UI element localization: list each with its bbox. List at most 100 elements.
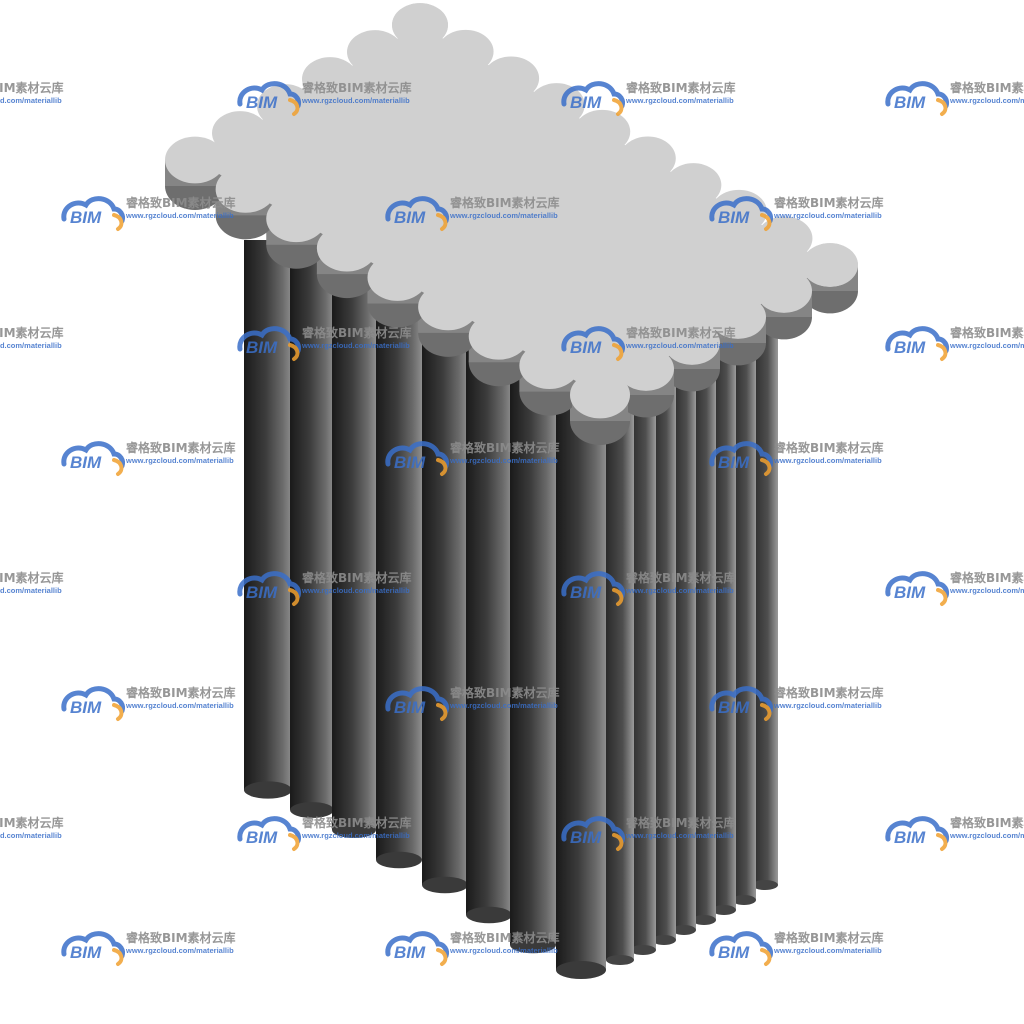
bim-logo-icon: BIM (885, 326, 949, 361)
watermark-brand: 睿格致BIM素材云库 (450, 930, 560, 945)
watermark-brand: 睿格致BIM素材云库 (302, 815, 412, 830)
bim-logo-icon: BIM (561, 326, 625, 361)
bim-logo-icon: BIM (385, 686, 449, 721)
watermark-url: www.rgzcloud.com/materiallib (301, 341, 410, 350)
watermark: BIM睿格致BIM素材云库www.rgzcloud.com/materialli… (237, 325, 412, 361)
watermark-url: www.rgzcloud.com/materiallib (949, 96, 1024, 105)
bim-logo-icon: BIM (61, 931, 125, 966)
watermark-url: www.rgzcloud.com/materiallib (625, 831, 734, 840)
watermark-brand: 睿格致BIM素材云库 (0, 325, 64, 340)
bim-logo-text: BIM (894, 828, 926, 847)
watermark: BIM睿格致BIM素材云库www.rgzcloud.com/materialli… (0, 570, 64, 595)
watermark-url: www.rgzcloud.com/materiallib (449, 701, 558, 710)
column (510, 375, 556, 954)
bim-logo-text: BIM (718, 698, 750, 717)
bim-logo-text: BIM (70, 208, 102, 227)
bim-logo-icon: BIM (709, 686, 773, 721)
bim-logo-text: BIM (394, 453, 426, 472)
watermark-brand: 睿格致BIM素材云库 (450, 440, 560, 455)
watermark: BIM睿格致BIM素材云库www.rgzcloud.com/materialli… (237, 80, 412, 116)
watermark: BIM睿格致BIM素材云库www.rgzcloud.com/materialli… (237, 815, 412, 851)
watermark: BIM 睿格致BIM素材云库www.rgzcloud.com/materialli… (237, 570, 412, 606)
bim-logo-text: BIM (570, 93, 602, 112)
watermark-brand: 睿格致BIM素材云库 (950, 325, 1024, 340)
watermark: BIM睿格致BIM素材云库www.rgzcloud.com/materialli… (885, 325, 1024, 361)
watermark-url: www.rgzcloud.com/materiallib (949, 831, 1024, 840)
watermark-brand: 睿格致BIM素材云库 (302, 570, 412, 585)
watermark: BIM睿格致BIM素材云库www.rgzcloud.com/materialli… (561, 80, 736, 116)
bim-logo-icon: BIM (561, 81, 625, 116)
watermark-url: www.rgzcloud.com/materiallib (125, 946, 234, 955)
watermark-url: www.rgzcloud.com/materiallib (0, 586, 62, 595)
watermark: BIM 睿格致BIM素材云库www.rgzcloud.com/materialli… (885, 815, 1024, 851)
bim-logo-icon: BIM (61, 686, 125, 721)
bim-logo-text: BIM (570, 338, 602, 357)
watermark: BIM 睿格致BIM素材云库www.rgzcloud.com/materialli… (709, 685, 884, 721)
watermark-brand: 睿格致BIM素材云库 (126, 440, 236, 455)
watermark: BIM睿格致BIM素材云库www.rgzcloud.com/materialli… (885, 80, 1024, 116)
bim-logo-icon: BIM (237, 816, 301, 851)
watermark-brand: 睿格致BIM素材云库 (774, 930, 884, 945)
bim-logo-icon: BIM (237, 81, 301, 116)
watermark: BIM睿格致BIM素材云库www.rgzcloud.com/materialli… (885, 570, 1024, 606)
bim-logo-icon: BIM (709, 196, 773, 231)
watermark: BIM睿格致BIM素材云库www.rgzcloud.com/materialli… (385, 440, 560, 476)
watermark-url: www.rgzcloud.com/materiallib (449, 211, 558, 220)
watermark: BIM睿格致BIM素材云库www.rgzcloud.com/materialli… (385, 195, 560, 231)
watermark-brand: 睿格致BIM素材云库 (0, 815, 64, 830)
bim-logo-text: BIM (570, 583, 602, 602)
watermark-url: www.rgzcloud.com/materiallib (125, 211, 234, 220)
bim-logo-icon: BIM (237, 326, 301, 361)
watermark-layer: BIM睿格致BIM素材云库www.rgzcloud.com/materialli… (0, 80, 1024, 966)
watermark-brand: 睿格致BIM素材云库 (774, 195, 884, 210)
watermark-brand: 睿格致BIM素材云库 (774, 685, 884, 700)
watermark-brand: 睿格致BIM素材云库 (302, 80, 412, 95)
column (466, 350, 512, 924)
watermark-brand: 睿格致BIM素材云库 (0, 570, 64, 585)
watermark-brand: 睿格致BIM素材云库 (626, 570, 736, 585)
columns-group (244, 240, 778, 979)
watermark: BIM睿格致BIM素材云库www.rgzcloud.com/materialli… (709, 930, 884, 966)
bim-logo-text: BIM (718, 208, 750, 227)
watermark-url: www.rgzcloud.com/materiallib (625, 96, 734, 105)
bim-logo-text: BIM (70, 453, 102, 472)
watermark-brand: 睿格致BIM素材云库 (950, 815, 1024, 830)
bim-logo-icon: BIM (237, 571, 301, 606)
watermark-url: www.rgzcloud.com/materiallib (0, 96, 62, 105)
watermark-url: www.rgzcloud.com/materiallib (625, 586, 734, 595)
watermark-url: www.rgzcloud.com/materiallib (301, 586, 410, 595)
bim-logo-text: BIM (246, 828, 278, 847)
bim-logo-text: BIM (246, 583, 278, 602)
bim-logo-icon: BIM (385, 931, 449, 966)
bim-logo-text: BIM (70, 943, 102, 962)
watermark-brand: 睿格致BIM素材云库 (302, 325, 412, 340)
watermark-brand: 睿格致BIM素材云库 (450, 685, 560, 700)
watermark: BIM睿格致BIM素材云库www.rgzcloud.com/materialli… (0, 325, 64, 350)
watermark-url: www.rgzcloud.com/materiallib (125, 456, 234, 465)
watermark-brand: 睿格致BIM素材云库 (126, 930, 236, 945)
bim-logo-text: BIM (70, 698, 102, 717)
watermark-url: www.rgzcloud.com/materiallib (773, 701, 882, 710)
watermark-brand: 睿格致BIM素材云库 (626, 815, 736, 830)
watermark-brand: 睿格致BIM素材云库 (450, 195, 560, 210)
bim-logo-icon: BIM (709, 441, 773, 476)
watermark-url: www.rgzcloud.com/materiallib (773, 456, 882, 465)
watermark: BIM睿格致BIM素材云库www.rgzcloud.com/materialli… (561, 815, 736, 851)
column (606, 378, 634, 966)
bim-logo-icon: BIM (709, 931, 773, 966)
watermark-brand: 睿格致BIM素材云库 (950, 80, 1024, 95)
watermark-url: www.rgzcloud.com/materiallib (949, 341, 1024, 350)
column (376, 300, 422, 869)
watermark: BIM睿格致BIM素材云库www.rgzcloud.com/materialli… (561, 325, 736, 361)
column (556, 395, 606, 979)
bim-logo-text: BIM (394, 698, 426, 717)
bim-logo-text: BIM (894, 583, 926, 602)
watermark-brand: 睿格致BIM素材云库 (0, 80, 64, 95)
watermark: BIM 睿格致BIM素材云库www.rgzcloud.com/materialli… (61, 930, 236, 966)
watermark-brand: 睿格致BIM素材云库 (126, 685, 236, 700)
bim-logo-text: BIM (394, 943, 426, 962)
cap-top-face (165, 3, 858, 419)
watermark: BIM睿格致BIM素材云库www.rgzcloud.com/materialli… (0, 80, 64, 105)
column-cluster-model (165, 3, 858, 979)
